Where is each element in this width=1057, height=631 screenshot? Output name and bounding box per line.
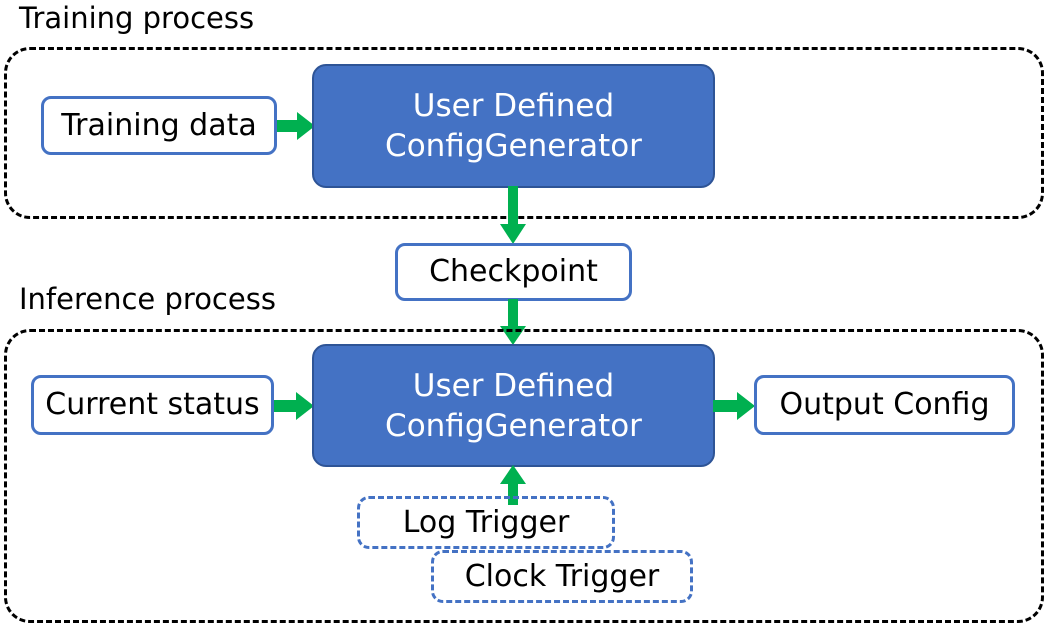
arrow-processor-to-output-config-icon bbox=[713, 388, 757, 424]
inference-config-generator-line2: ConfigGenerator bbox=[385, 407, 642, 444]
arrow-processor-to-checkpoint-icon bbox=[498, 186, 528, 246]
checkpoint-label: Checkpoint bbox=[429, 254, 598, 290]
output-config-label: Output Config bbox=[779, 387, 990, 423]
training-config-generator-box[interactable]: User Defined ConfigGenerator bbox=[312, 64, 715, 188]
clock-trigger-box[interactable]: Clock Trigger bbox=[431, 550, 693, 603]
training-data-box[interactable]: Training data bbox=[41, 96, 277, 155]
arrow-current-status-to-processor-icon bbox=[274, 388, 316, 424]
inference-config-generator-box[interactable]: User Defined ConfigGenerator bbox=[312, 344, 715, 467]
arrow-training-data-to-processor-icon bbox=[277, 108, 317, 144]
arrow-checkpoint-to-processor-icon bbox=[498, 299, 528, 347]
current-status-label: Current status bbox=[45, 387, 260, 423]
log-trigger-box[interactable]: Log Trigger bbox=[357, 496, 615, 549]
inference-process-title: Inference process bbox=[19, 282, 276, 316]
log-trigger-label: Log Trigger bbox=[400, 505, 572, 540]
training-data-label: Training data bbox=[61, 107, 257, 143]
output-config-box[interactable]: Output Config bbox=[754, 375, 1015, 435]
inference-config-generator-line1: User Defined bbox=[412, 367, 615, 404]
training-config-generator-line2: ConfigGenerator bbox=[385, 128, 642, 164]
arrow-triggers-to-processor-icon bbox=[498, 465, 528, 505]
training-config-generator-line1: User Defined bbox=[412, 88, 615, 124]
current-status-box[interactable]: Current status bbox=[31, 375, 274, 435]
training-process-container bbox=[4, 47, 1044, 219]
clock-trigger-label: Clock Trigger bbox=[462, 559, 662, 594]
training-process-title: Training process bbox=[19, 1, 255, 35]
inference-process-container bbox=[4, 329, 1044, 623]
checkpoint-box[interactable]: Checkpoint bbox=[395, 243, 632, 301]
